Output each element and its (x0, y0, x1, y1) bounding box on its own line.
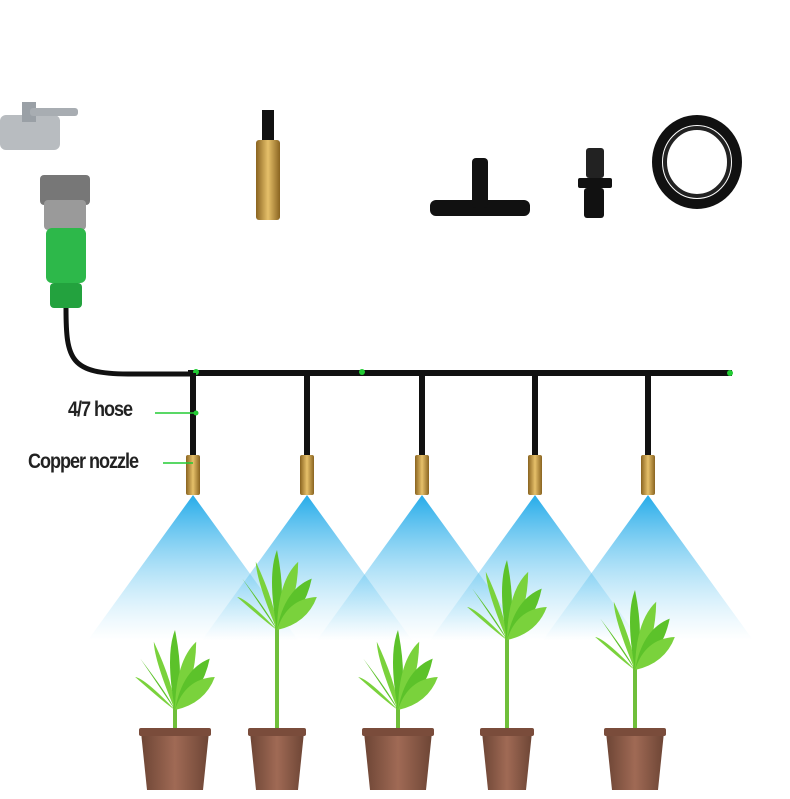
leaf (376, 641, 398, 710)
leaf (635, 637, 675, 670)
potted-plant (135, 630, 215, 790)
tap-adapter (0, 102, 190, 377)
nozzle-drop (641, 373, 655, 495)
plant-layer (135, 550, 675, 790)
copper-nozzle (415, 455, 429, 495)
end-plug-part (578, 148, 612, 218)
nozzle-drop (528, 373, 542, 495)
leaf (595, 637, 635, 670)
leaf (467, 607, 507, 640)
leaf (485, 571, 507, 640)
water-spray (543, 495, 753, 640)
pot-rim (362, 728, 434, 736)
tee-connector-part (430, 158, 530, 216)
nozzle-drop (186, 373, 200, 495)
leaf (613, 601, 635, 670)
copper-nozzle (186, 455, 200, 495)
flower-pot (482, 732, 532, 790)
copper-nozzle (528, 455, 542, 495)
nozzle-drop (415, 373, 429, 495)
leaf (398, 677, 438, 710)
leaf (255, 561, 277, 630)
leaf (507, 607, 547, 640)
pot-rim (248, 728, 306, 736)
drop-hose (645, 373, 651, 455)
leaf (153, 641, 175, 710)
leaf (135, 677, 175, 710)
flower-pot (141, 732, 209, 790)
drop-hose (190, 373, 196, 455)
pot-rim (139, 728, 211, 736)
leaf (237, 597, 277, 630)
nozzle-drop (300, 373, 314, 495)
pot-rim (604, 728, 666, 736)
hose-leader-dot (193, 410, 199, 416)
copper-nozzle (641, 455, 655, 495)
drop-hose (532, 373, 538, 455)
copper-nozzle (300, 455, 314, 495)
nozzle-label: Copper nozzle (28, 450, 139, 473)
leaf (277, 597, 317, 630)
leaf (175, 677, 215, 710)
hose-label: 4/7 hose (68, 398, 133, 421)
drop-hose (304, 373, 310, 455)
copper-nozzle-part (256, 110, 280, 220)
potted-plant (358, 630, 438, 790)
nozzle-layer (186, 373, 655, 495)
flower-pot (250, 732, 304, 790)
pot-rim (480, 728, 534, 736)
leaf (358, 677, 398, 710)
potted-plant (237, 550, 317, 790)
potted-plant (595, 590, 675, 790)
flower-pot (606, 732, 664, 790)
main-hose (188, 369, 733, 376)
drop-hose (419, 373, 425, 455)
potted-plant (467, 560, 547, 790)
hose-coil-part (652, 115, 742, 209)
flower-pot (364, 732, 432, 790)
